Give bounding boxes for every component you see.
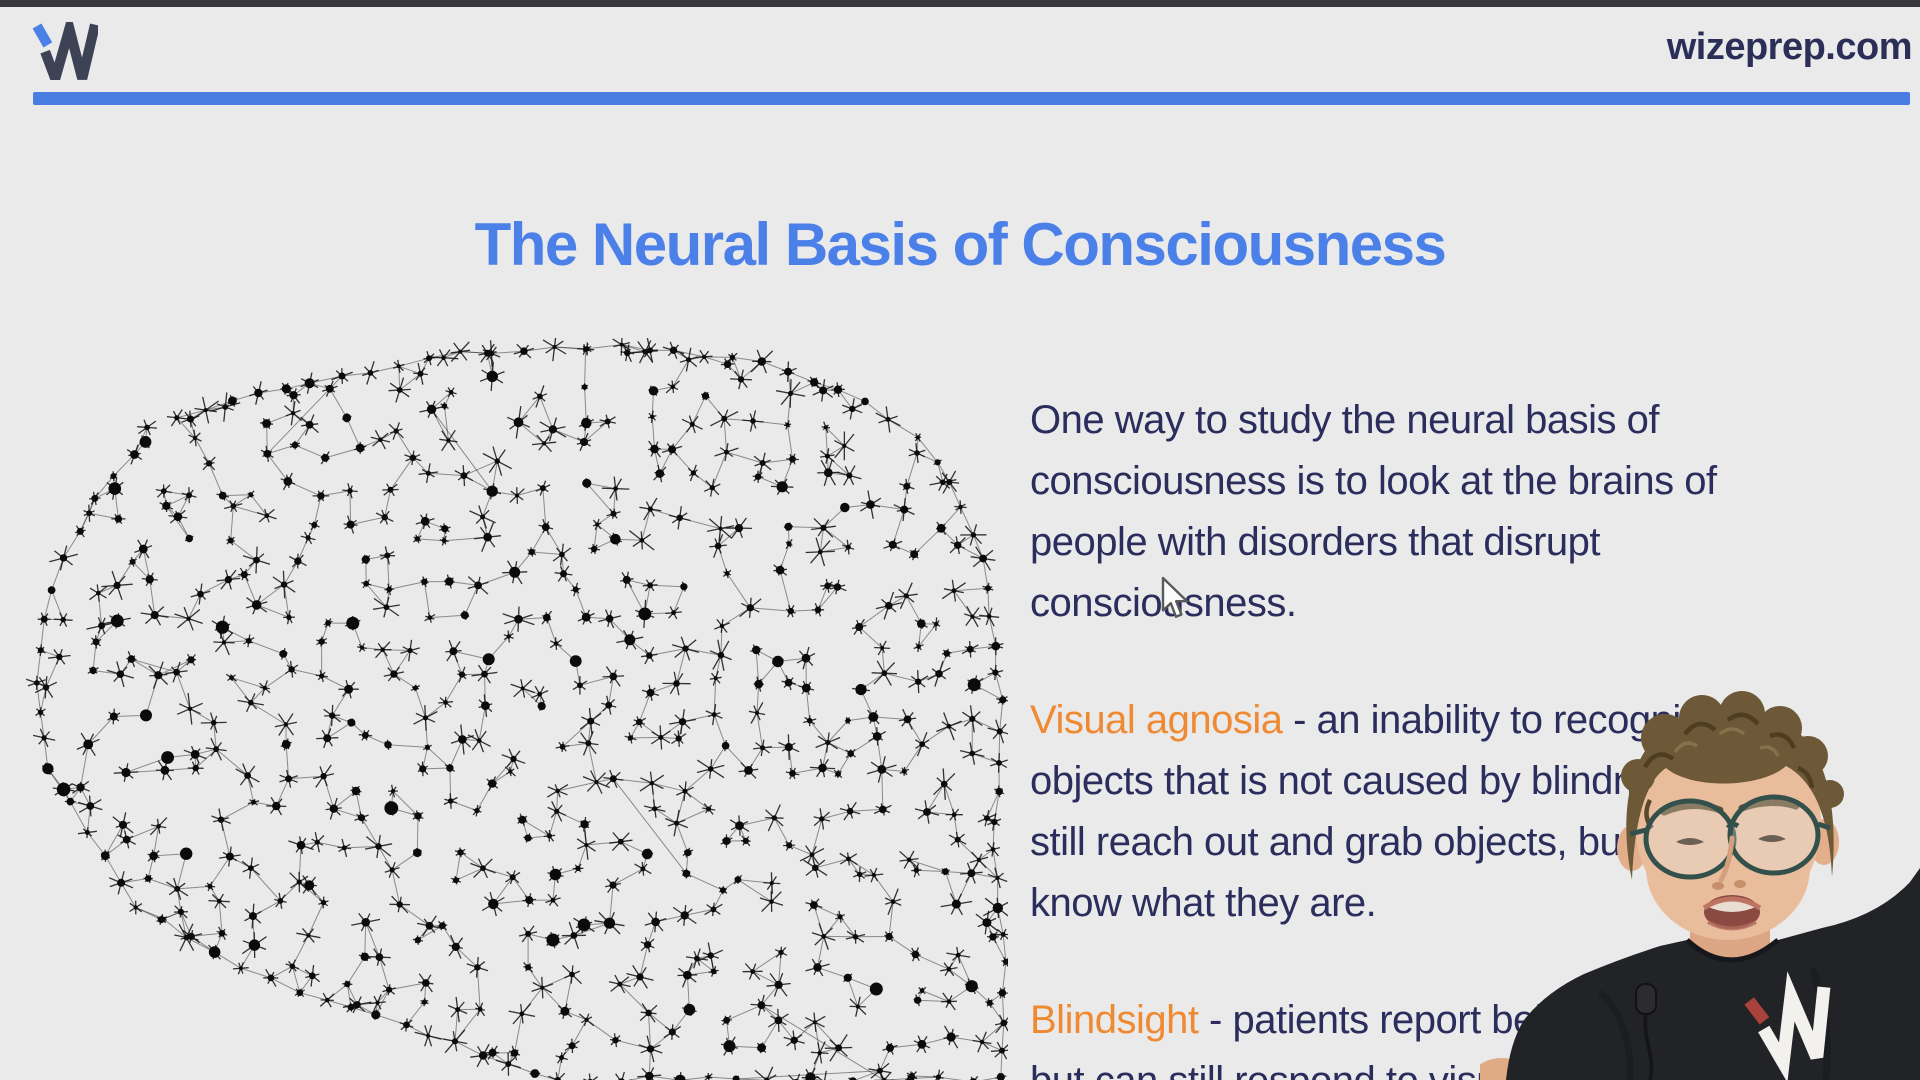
presenter-hair [1621, 691, 1844, 880]
video-top-edge [0, 0, 1920, 7]
wizeprep-logo-icon [32, 22, 98, 80]
presenter-head [1617, 691, 1844, 940]
term-visual-agnosia: Visual agnosia [1030, 698, 1283, 742]
mouse-cursor-icon [1161, 576, 1189, 618]
logo-w-strokes [40, 22, 98, 80]
nostril-right [1734, 880, 1746, 888]
presenter-eye-left [1676, 838, 1704, 845]
presenter-eye-right [1758, 835, 1786, 842]
nostril-left [1712, 882, 1724, 890]
slide-title: The Neural Basis of Consciousness [474, 211, 1447, 278]
brain-network-illustration [25, 338, 1008, 1080]
intro-text: One way to study the neural basis of con… [1030, 398, 1717, 625]
header-divider [33, 92, 1910, 105]
site-url: wizeprep.com [1666, 26, 1913, 68]
term-blindsight: Blindsight [1030, 998, 1199, 1042]
lavalier-mic-icon [1635, 983, 1657, 1080]
presenter-webcam-overlay [1480, 691, 1920, 1080]
logo-blue-accent [32, 23, 53, 48]
presenter-mouth [1702, 895, 1762, 931]
tshirt-wizeprep-logo [1744, 971, 1831, 1080]
presenter-nose [1718, 835, 1735, 883]
paragraph-intro: One way to study the neural basis of con… [1030, 390, 1920, 634]
